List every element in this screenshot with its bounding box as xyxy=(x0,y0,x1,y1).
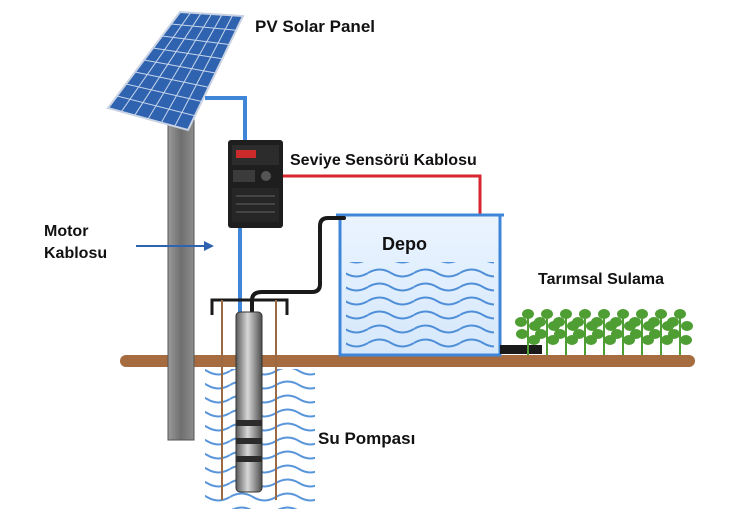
solar-panel-icon xyxy=(106,10,245,132)
inverter-icon xyxy=(228,140,283,228)
solar-panel-label: PV Solar Panel xyxy=(255,17,375,36)
motor-cable-arrow xyxy=(136,241,214,251)
pump-label: Su Pompası xyxy=(318,429,415,448)
well-casing xyxy=(210,298,289,500)
pump-icon xyxy=(235,311,263,493)
plant-icon xyxy=(515,309,693,355)
irrigation-label: Tarımsal Sulama xyxy=(538,271,664,288)
ground-line xyxy=(120,355,695,367)
tank-label: Depo xyxy=(382,234,427,254)
outlet-pipe xyxy=(500,345,542,354)
motor-cable xyxy=(205,96,247,312)
solar-pole xyxy=(167,119,195,441)
motor-cable-label-line2: Kablosu xyxy=(44,245,107,262)
level-sensor-cable-label: Seviye Sensörü Kablosu xyxy=(290,152,477,169)
motor-cable-label-line1: Motor xyxy=(44,223,88,240)
inlet-pipe xyxy=(250,216,346,332)
water-tank xyxy=(336,213,504,357)
